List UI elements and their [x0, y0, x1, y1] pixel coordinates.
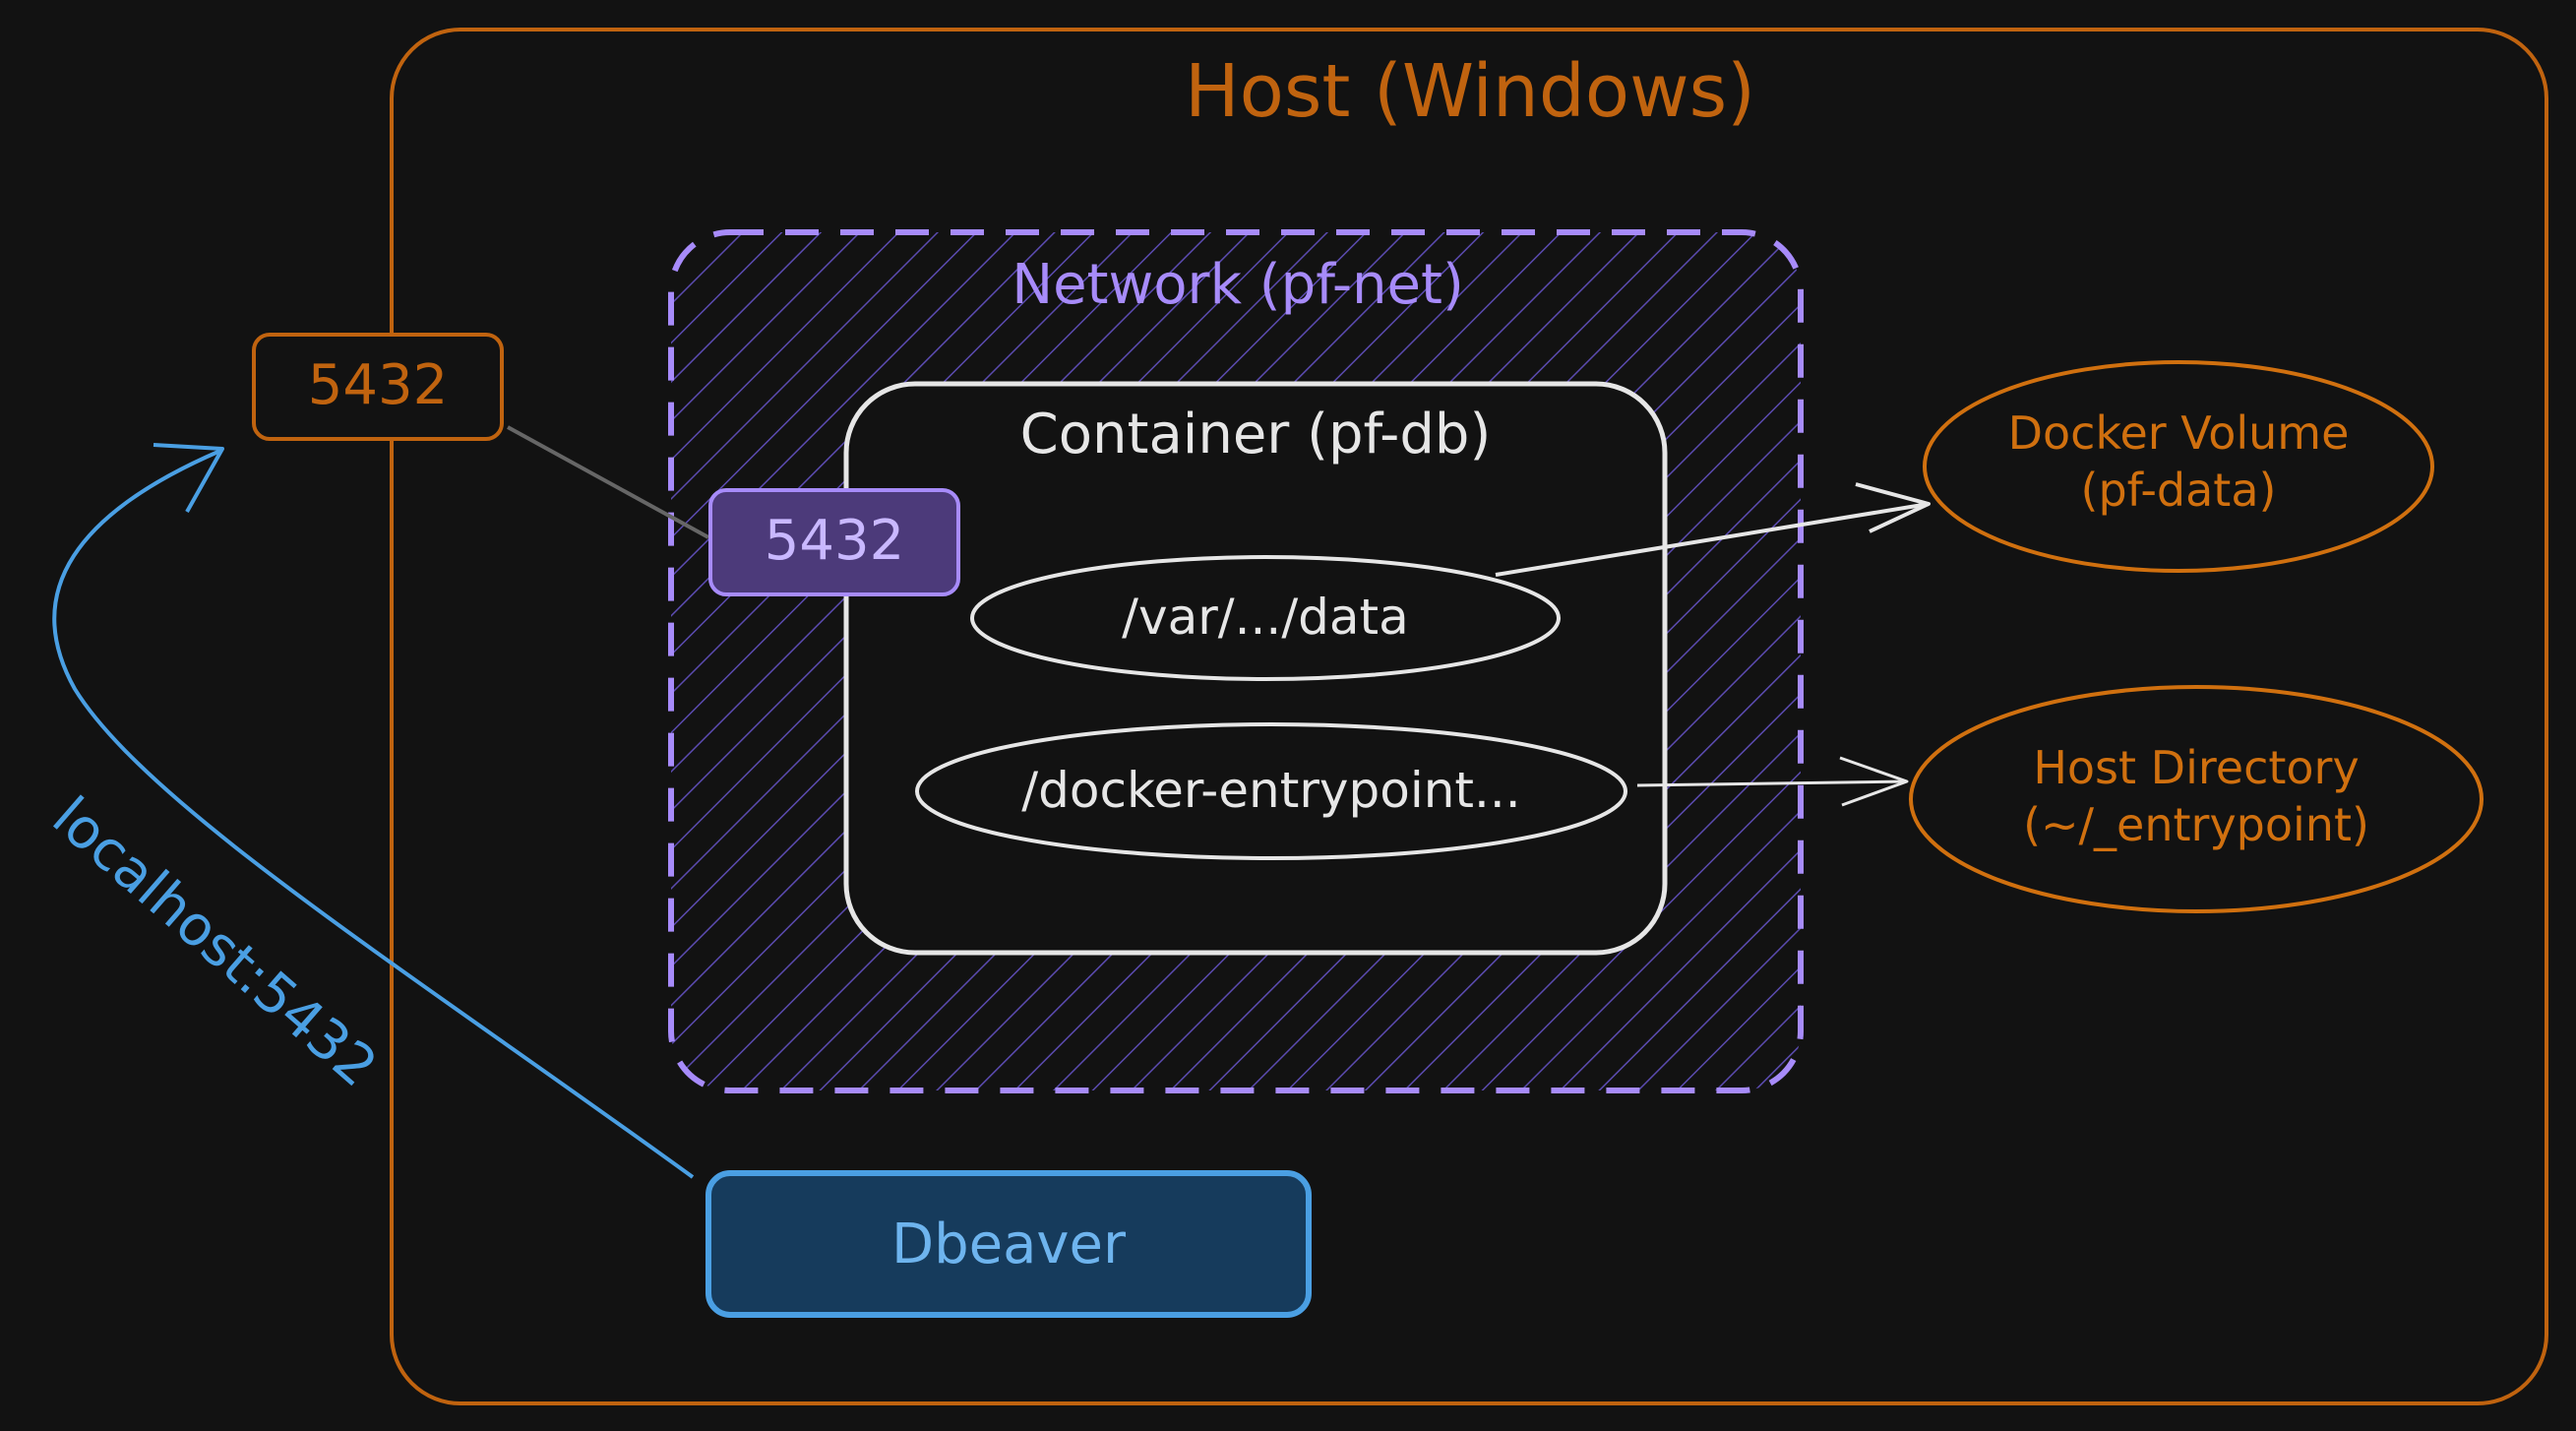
entrypoint-mount-ellipse [915, 722, 1627, 860]
dbeaver-label: Dbeaver [891, 1213, 1127, 1276]
host-directory-line1: Host Directory [2033, 741, 2359, 794]
host-port-box [252, 333, 504, 441]
container-port-box [708, 488, 960, 596]
host-directory-line2: (~/_entrypoint) [2023, 798, 2369, 851]
data-mount-label: /var/.../data [1122, 589, 1409, 646]
docker-volume-ellipse [1923, 360, 2434, 573]
port-mapping-line [507, 425, 709, 539]
dbeaver-box [705, 1170, 1312, 1318]
host-box [390, 28, 2548, 1405]
data-mount-ellipse [970, 555, 1561, 681]
host-label: Host (Windows) [1185, 49, 1755, 134]
container-box [843, 381, 1668, 956]
client-connection-curve [52, 449, 695, 1179]
host-directory-ellipse [1909, 685, 2484, 913]
client-connection-arrowhead [153, 443, 224, 513]
container-port-label: 5432 [765, 509, 905, 573]
network-label: Network (pf-net) [1012, 253, 1464, 317]
container-label: Container (pf-db) [1020, 403, 1492, 467]
host-port-label: 5432 [308, 353, 449, 417]
hostdir-arrow-head [1839, 756, 1909, 807]
volume-arrow-line [1495, 502, 1930, 577]
hostdir-arrow-line [1636, 779, 1908, 787]
volume-arrow-head [1855, 482, 1931, 533]
docker-volume-line1: Docker Volume [2008, 406, 2350, 460]
entrypoint-mount-label: /docker-entrypoint... [1021, 762, 1520, 819]
docker-volume-line2: (pf-data) [2081, 464, 2277, 517]
